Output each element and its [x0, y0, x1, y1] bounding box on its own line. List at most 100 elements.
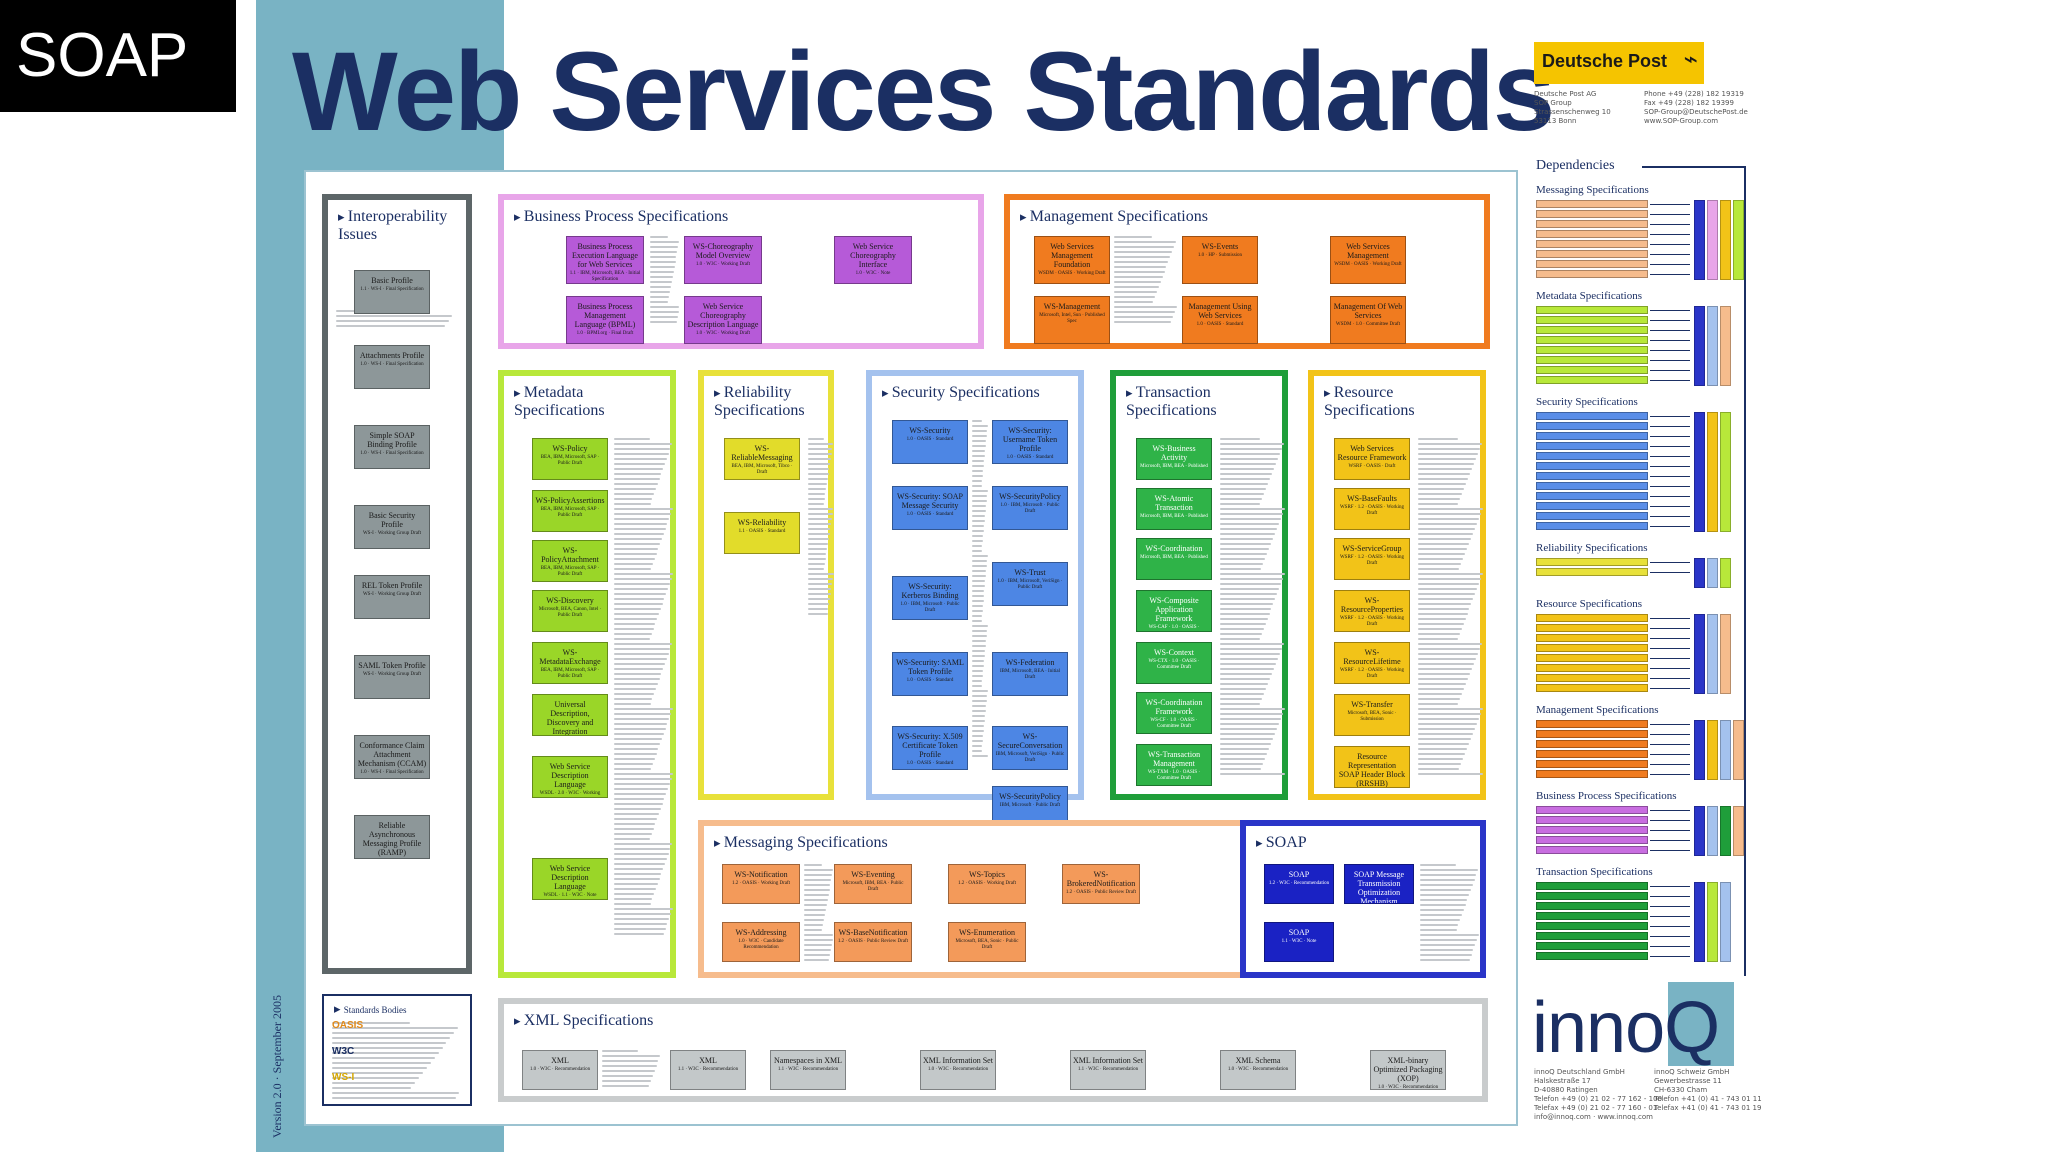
spec-card-name: WS-Management — [1043, 302, 1101, 311]
dependency-connector — [1650, 562, 1690, 563]
spec-card-status: Microsoft, IBM, BEA · Published — [1140, 555, 1208, 560]
spec-card[interactable]: Business Process Management Language (BP… — [566, 296, 644, 344]
spec-card[interactable]: SOAP Message Transmission Optimization M… — [1344, 864, 1414, 904]
spec-card[interactable]: Conformance Claim Attachment Mechanism (… — [354, 735, 430, 779]
spec-card-status: 1.0 · W3C · Candidate Recommendation — [738, 939, 784, 950]
spec-card-name: WS-Trust — [1014, 568, 1046, 577]
spec-card-status: 1.0 · OASIS · Standard — [906, 437, 954, 442]
innoq-logo: innoQ — [1532, 988, 1720, 1068]
dependency-group-title: Management Specifications — [1536, 704, 1659, 716]
spec-card-name: Simple SOAP Binding Profile — [367, 431, 417, 449]
dependency-row — [1536, 462, 1648, 470]
spec-card[interactable]: WS-Security: X.509 Certificate Token Pro… — [892, 726, 968, 770]
dependency-row — [1536, 740, 1648, 748]
spec-card-status: IBM, Microsoft, BEA · Initial Draft — [1000, 669, 1060, 680]
spec-card[interactable]: Universal Description, Discovery and Int… — [532, 694, 608, 736]
spec-card[interactable]: Business Process Execution Language for … — [566, 236, 644, 284]
dependency-row — [1536, 522, 1648, 530]
dependency-connector — [1650, 204, 1690, 205]
spec-card-name: WS-BaseNotification — [838, 928, 908, 937]
dependency-bar — [1720, 306, 1731, 386]
spec-card[interactable]: Resource Representation SOAP Header Bloc… — [1334, 746, 1410, 788]
dependency-row — [1536, 684, 1648, 692]
spec-card-name: WS-SecureConversation — [997, 732, 1063, 750]
dependency-row — [1536, 942, 1648, 950]
dependency-bar — [1733, 720, 1744, 780]
spec-card[interactable]: Reliable Asynchronous Messaging Profile … — [354, 815, 430, 859]
spec-card[interactable]: Web Service Choreography Description Lan… — [684, 296, 762, 344]
description-text-block — [1418, 438, 1484, 778]
spec-card-status: 1.1 · W3C · Recommendation — [1077, 1067, 1139, 1072]
dependency-connector — [1650, 244, 1690, 245]
spec-card-name: WS-Events — [1201, 242, 1239, 251]
dependency-connector — [1650, 830, 1690, 831]
spec-card[interactable]: XML-binary Optimized Packaging (XOP)1.0 … — [1370, 1050, 1446, 1090]
dependency-bar — [1720, 614, 1731, 694]
spec-card-status: WS-I · Working Group Draft — [362, 531, 422, 536]
